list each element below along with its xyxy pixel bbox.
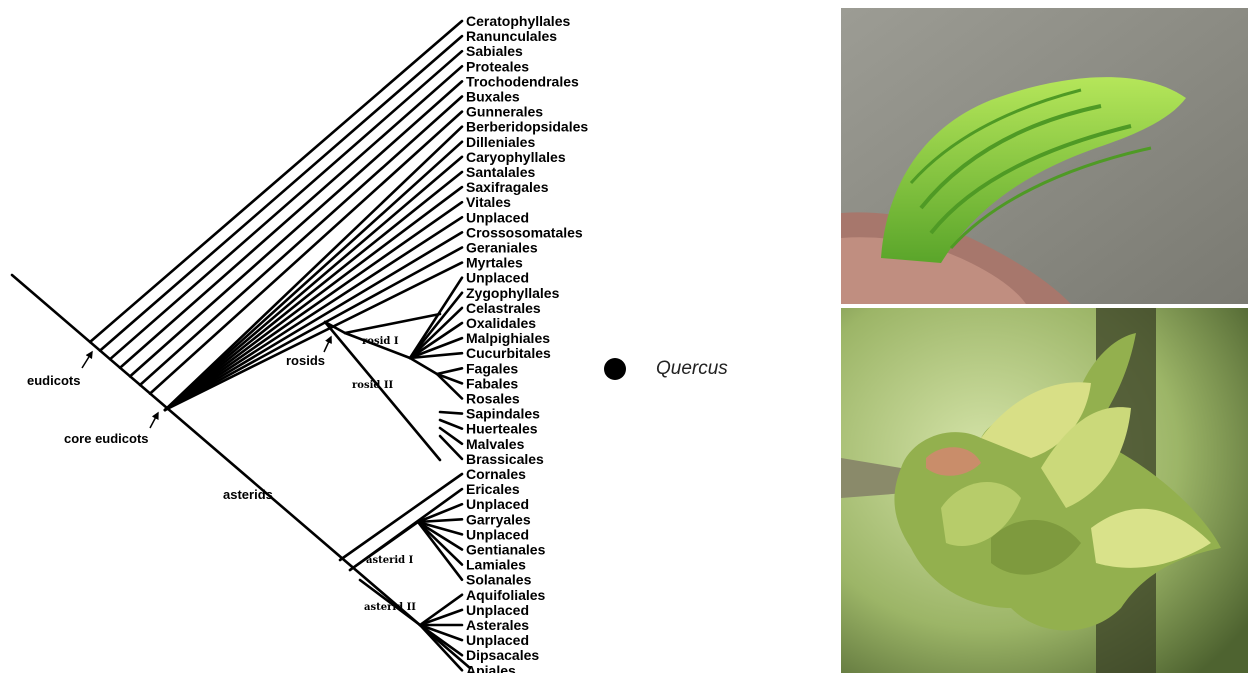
clade-label-asterids: asterids — [223, 487, 273, 502]
order-label: Santalales — [466, 164, 535, 180]
tip-branch — [418, 522, 462, 580]
order-label: Unplaced — [466, 209, 529, 225]
order-label: Asterales — [466, 617, 529, 633]
tip-branch — [440, 428, 462, 444]
clade-label-rosid-1: rosid I — [362, 336, 399, 347]
eudicots-pointer-arrow — [82, 352, 92, 368]
order-label: Gentianales — [466, 542, 546, 558]
clade-label-rosid-2: rosid II — [352, 380, 394, 391]
clade-label-core-eudicots: core eudicots — [64, 431, 149, 446]
order-label: Fabales — [466, 375, 518, 391]
tip-branch — [418, 522, 462, 550]
order-label: Myrtales — [466, 255, 523, 271]
order-label: Sabiales — [466, 43, 523, 59]
order-label: Lamiales — [466, 557, 526, 573]
oak-bud-unfolding-photo — [841, 308, 1248, 673]
order-label: Unplaced — [466, 496, 529, 512]
tip-branch — [437, 368, 462, 374]
order-label: Dilleniales — [466, 134, 535, 150]
rosids-pointer-arrow — [324, 337, 331, 352]
tip-branch — [440, 436, 462, 459]
order-label: Unplaced — [466, 602, 529, 618]
order-labels: CeratophyllalesRanunculalesSabialesProte… — [466, 13, 588, 673]
tip-branch — [165, 187, 462, 410]
order-label: Ranunculales — [466, 28, 557, 44]
order-label: Oxalidales — [466, 315, 536, 331]
quercus-marker-dot — [604, 358, 626, 380]
clade-label-asterid-2: asterid II — [364, 602, 416, 613]
order-label: Zygophyllales — [466, 285, 560, 301]
order-label: Huerteales — [466, 421, 538, 437]
phylogenetic-tree: CeratophyllalesRanunculalesSabialesProte… — [0, 0, 830, 673]
tip-branch — [100, 36, 462, 351]
young-oak-leaf-photo — [841, 8, 1248, 304]
order-label: Malvales — [466, 436, 525, 452]
tip-branch — [420, 610, 462, 625]
order-label: Unplaced — [466, 632, 529, 648]
order-label: Geraniales — [466, 240, 538, 256]
order-label: Ericales — [466, 481, 520, 497]
legend-label: Quercus — [656, 358, 728, 380]
tip-branch — [440, 420, 462, 429]
order-label: Brassicales — [466, 451, 544, 467]
order-label: Garryales — [466, 511, 531, 527]
order-label: Aquifoliales — [466, 587, 546, 603]
order-label: Cucurbitales — [466, 345, 551, 361]
order-label: Solanales — [466, 572, 532, 588]
order-label: Caryophyllales — [466, 149, 566, 165]
order-label: Cornales — [466, 466, 526, 482]
order-label: Trochodendrales — [466, 73, 579, 89]
tree-branches — [12, 21, 470, 670]
order-label: Unplaced — [466, 270, 529, 286]
order-label: Saxifragales — [466, 179, 549, 195]
order-label: Vitales — [466, 194, 511, 210]
order-label: Proteales — [466, 58, 529, 74]
order-label: Ceratophyllales — [466, 13, 570, 29]
clade-label-rosids: rosids — [286, 353, 325, 368]
tip-branch — [440, 412, 462, 414]
order-label: Apiales — [466, 662, 516, 673]
order-label: Berberidopsidales — [466, 119, 588, 135]
order-label: Sapindales — [466, 406, 540, 422]
core-eudicots-pointer-arrow — [150, 413, 158, 428]
legend: Quercus — [604, 358, 728, 380]
fabid-branch — [410, 358, 437, 374]
tip-branch — [165, 172, 462, 410]
order-label: Gunnerales — [466, 104, 543, 120]
oak-bud-image — [841, 308, 1248, 673]
young-oak-leaf-image — [841, 8, 1248, 304]
order-label: Celastrales — [466, 300, 541, 316]
rosid-1-stem — [345, 314, 440, 333]
order-label: Dipsacales — [466, 647, 539, 663]
order-label: Unplaced — [466, 526, 529, 542]
order-label: Fagales — [466, 360, 518, 376]
clade-label-asterid-1: asterid I — [366, 555, 414, 566]
order-label: Buxales — [466, 89, 520, 105]
order-label: Rosales — [466, 391, 520, 407]
clade-label-eudicots: eudicots — [27, 373, 80, 388]
order-label: Malpighiales — [466, 330, 550, 346]
tip-branch — [420, 625, 462, 655]
order-label: Crossosomatales — [466, 224, 583, 240]
tip-branch — [420, 595, 462, 625]
